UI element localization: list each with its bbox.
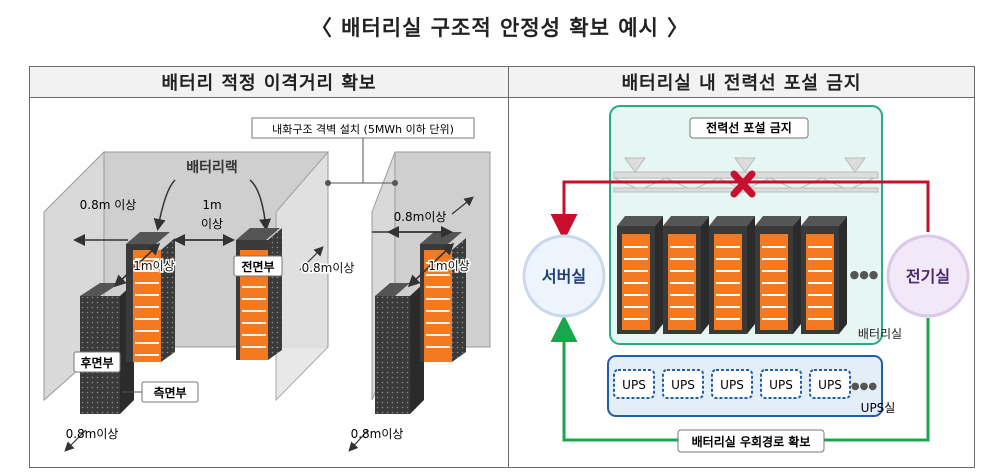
page-title: 〈 배터리실 구조적 안정성 확보 예시 〉 — [310, 16, 690, 40]
rack-more-dots: ●●● — [850, 268, 879, 281]
electric-room-node — [886, 234, 970, 318]
server-room-node — [522, 234, 606, 318]
front-label: 전면부 — [241, 259, 274, 274]
ups-more-dots: ●●● — [851, 381, 877, 392]
ups-room-label: UPS실 — [861, 401, 896, 415]
ups-unit-3: UPS — [720, 378, 744, 392]
dist-wall-right-a: 0.8m이상 — [302, 261, 355, 275]
no-cable-label-box — [689, 117, 809, 139]
right-panel-header: 배터리실 내 전력선 포설 금지 — [508, 66, 975, 98]
dist-bottom-left: 0.8m이상 — [66, 427, 119, 441]
fire-wall-label: 내화구조 격벽 설치 (5MWh 이하 단위) — [272, 122, 454, 136]
rack-label: 배터리랙 — [186, 159, 238, 176]
ups-unit-1: UPS — [622, 378, 646, 392]
dist-bottom-right: 0.8m이상 — [351, 427, 404, 441]
forbidden-x-icon — [730, 170, 756, 198]
ups-unit-4: UPS — [769, 378, 793, 392]
dist-wall-right-b: 0.8m이상 — [394, 210, 447, 224]
server-room-label: 서버실 — [542, 267, 586, 286]
dist-between-value: 1m — [202, 198, 221, 212]
side-label: 측면부 — [153, 385, 186, 400]
dist-front-right: 1m이상 — [428, 259, 469, 273]
rack-group-right — [375, 232, 466, 414]
ups-unit-5: UPS — [818, 378, 842, 392]
ups-units — [613, 369, 851, 399]
electric-room-label: 전기실 — [906, 267, 950, 286]
battery-room-label: 배터리실 — [858, 327, 902, 341]
back-label: 후면부 — [80, 355, 113, 370]
no-cable-label: 전력선 포설 금지 — [706, 120, 792, 135]
bypass-label-box — [677, 429, 825, 453]
battery-racks — [617, 216, 847, 334]
panel-divider — [508, 66, 509, 467]
bypass-label: 배터리실 우회경로 확보 — [692, 434, 811, 449]
dist-front-left: 1m이상 — [133, 259, 174, 273]
dist-between-suffix: 이상 — [201, 217, 223, 231]
rack-group-front — [236, 228, 282, 360]
left-panel-header: 배터리 적정 이격거리 확보 — [29, 66, 509, 98]
ups-unit-2: UPS — [671, 378, 695, 392]
dist-side-label: 0.8m 이상 — [80, 198, 137, 212]
